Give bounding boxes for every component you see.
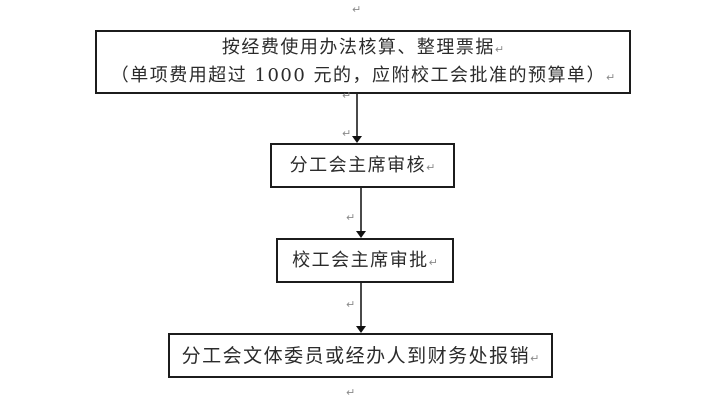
flow-box-text: 按经费使用办法核算、整理票据↵ [221, 37, 505, 58]
flow-box-text: （单项费用超过 1000 元的，应附校工会批准的预算单）↵ [110, 65, 616, 86]
flow-box-finance-reimburse: 分工会文体委员或经办人到财务处报销↵ [168, 333, 553, 378]
flow-box-text: 分工会主席审核↵ [289, 154, 436, 176]
flow-box-prepare-invoices: 按经费使用办法核算、整理票据↵ （单项费用超过 1000 元的，应附校工会批准的… [95, 30, 631, 94]
paragraph-mark: ↵ [346, 298, 356, 311]
down-arrow-3: ↵ [346, 283, 367, 333]
paragraph-mark: ↵ [346, 211, 356, 224]
flow-box-branch-chair-review: 分工会主席审核↵ [270, 143, 455, 188]
paragraph-mark: ↵ [342, 127, 352, 140]
flow-box-text: 分工会文体委员或经办人到财务处报销↵ [181, 344, 540, 367]
paragraph-mark: ↵ [606, 71, 616, 84]
arrow-head-icon [356, 231, 366, 238]
arrow-shaft [356, 94, 358, 137]
arrow-shaft [360, 283, 362, 327]
paragraph-mark: ↵ [428, 255, 438, 269]
paragraph-mark: ↵ [494, 43, 505, 56]
down-arrow-1: ↵ ↵ [342, 90, 363, 143]
paragraph-mark: ↵ [530, 351, 540, 365]
paragraph-mark: ↵ [342, 89, 352, 102]
paragraph-mark: ↵ [426, 160, 436, 174]
down-arrow-2: ↵ [346, 188, 367, 238]
arrow-shaft [360, 188, 362, 232]
arrow-head-icon [356, 326, 366, 333]
flow-box-school-chair-approve: 校工会主席审批↵ [276, 238, 454, 283]
paragraph-mark: ↵ [346, 386, 356, 399]
flow-box-text: 校工会主席审批↵ [292, 249, 438, 271]
paragraph-mark: ↵ [352, 3, 362, 16]
arrow-head-icon [352, 136, 362, 143]
